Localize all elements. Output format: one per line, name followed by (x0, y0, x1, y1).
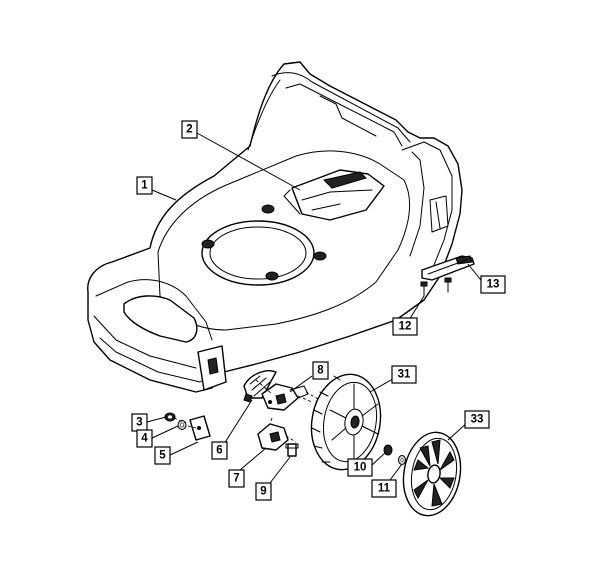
nut-3 (164, 412, 176, 422)
mower-deck (87, 61, 463, 393)
callout-33: 33 (464, 410, 490, 429)
svg-text:4: 4 (141, 433, 148, 445)
callout-3: 3 (131, 413, 148, 432)
callout-5: 5 (154, 446, 171, 465)
callout-1: 1 (136, 176, 153, 195)
svg-text:2: 2 (186, 124, 192, 136)
callout-6: 6 (211, 441, 228, 460)
plate-5 (189, 415, 211, 441)
callout-9: 9 (255, 482, 272, 501)
svg-text:1: 1 (141, 180, 148, 192)
svg-text:11: 11 (378, 483, 391, 495)
callout-2: 2 (181, 120, 198, 139)
wheel-washer-11 (398, 455, 406, 465)
svg-text:5: 5 (159, 450, 166, 462)
svg-text:3: 3 (136, 417, 142, 429)
callout-13: 13 (480, 275, 506, 294)
wheel-bolt-9 (285, 443, 299, 457)
svg-text:13: 13 (487, 279, 500, 291)
svg-text:6: 6 (216, 445, 222, 457)
screw-12a (420, 281, 428, 297)
callout-11: 11 (371, 479, 397, 498)
svg-text:9: 9 (260, 486, 266, 498)
callout-7: 7 (228, 469, 245, 488)
svg-text:33: 33 (471, 414, 484, 426)
callout-12: 12 (392, 317, 418, 336)
axle-bracket-7 (257, 423, 289, 451)
callout-31: 31 (391, 365, 417, 384)
callout-8: 8 (312, 361, 329, 380)
svg-text:10: 10 (354, 462, 367, 474)
screw-12b (444, 277, 452, 293)
axle-bracket-8 (261, 383, 309, 411)
callout-10: 10 (347, 458, 373, 477)
svg-text:7: 7 (233, 473, 239, 485)
wheel-31 (310, 373, 382, 471)
callout-4: 4 (136, 429, 153, 448)
deck-cover-plate (283, 169, 385, 221)
svg-text:12: 12 (399, 321, 412, 333)
svg-text:31: 31 (398, 369, 411, 381)
side-bracket (421, 255, 475, 281)
svg-text:8: 8 (317, 365, 324, 377)
wheel-nut-10 (383, 444, 393, 456)
hub-cap-33 (402, 431, 462, 517)
washer-4 (177, 420, 187, 430)
